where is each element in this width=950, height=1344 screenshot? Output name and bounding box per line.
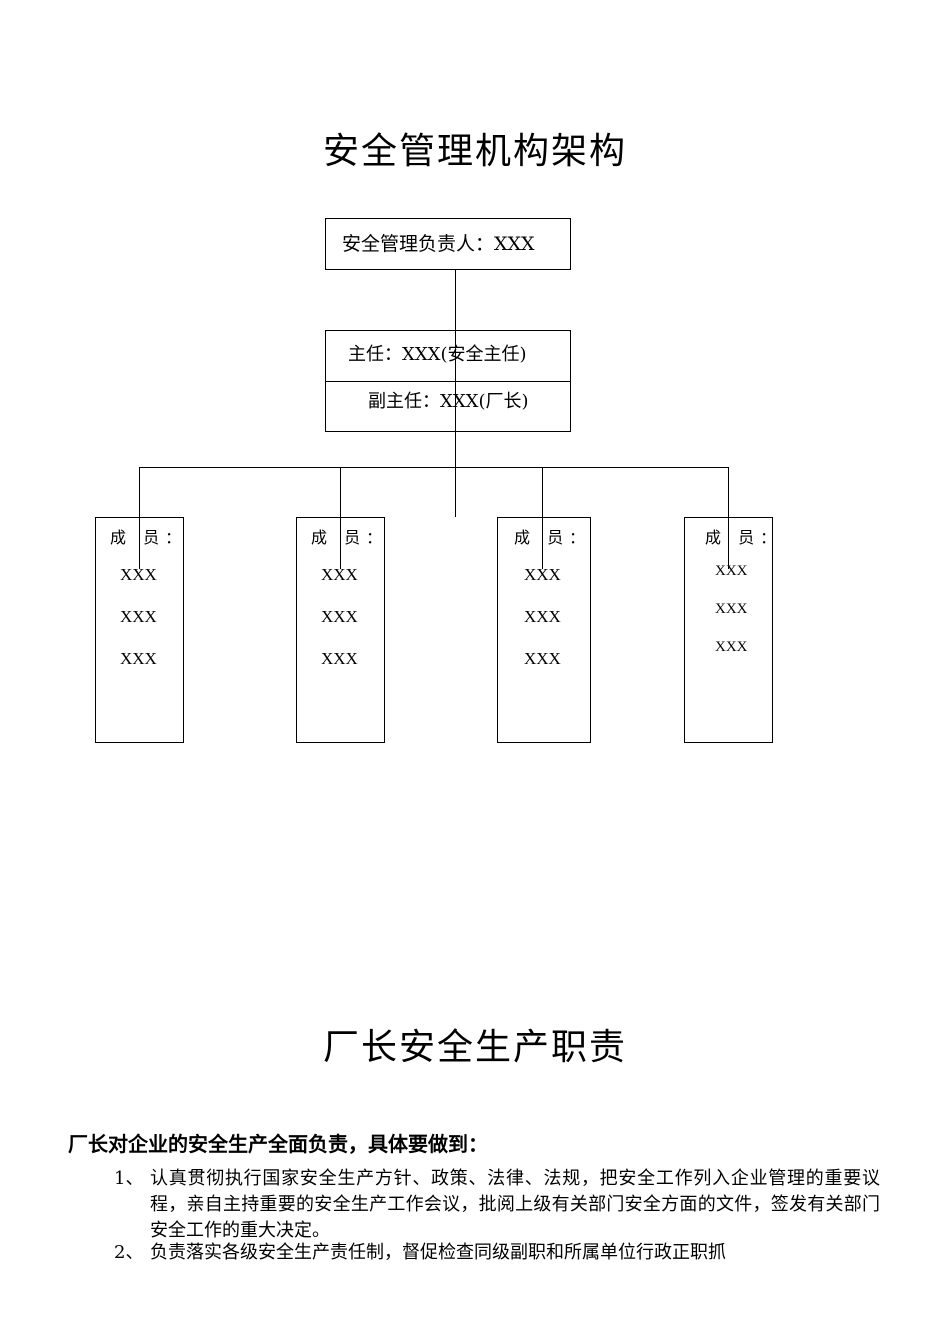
member-name: XXX <box>120 649 157 668</box>
drop-connector-3 <box>542 467 543 569</box>
director-box: 主任：XXX(安全主任) 副主任：XXX(厂长) <box>325 330 571 432</box>
drop-connector-4 <box>728 467 729 569</box>
member-label: 成 员： <box>110 528 188 547</box>
member-name: XXX <box>524 607 561 626</box>
branch-line <box>139 467 729 468</box>
member-box-1: 成 员： XXX XXX XXX <box>95 517 184 743</box>
member-name: XXX <box>715 639 748 655</box>
member-name: XXX <box>715 563 748 579</box>
member-name: XXX <box>321 565 358 584</box>
responsibility-item-2: 2、 负责落实各级安全生产责任制，督促检查同级副职和所属单位行政正职抓 <box>114 1240 884 1268</box>
director-text: 主任：XXX(安全主任) <box>348 344 527 365</box>
item-number: 2、 <box>114 1242 144 1263</box>
member-name: XXX <box>524 649 561 668</box>
item-number: 1、 <box>114 1168 144 1189</box>
item-text: 负责落实各级安全生产责任制，督促检查同级副职和所属单位行政正职抓 <box>150 1242 726 1263</box>
member-name: XXX <box>321 649 358 668</box>
member-label: 成 员： <box>705 528 783 547</box>
member-box-4: 成 员： XXX XXX XXX <box>684 517 776 743</box>
director-divider <box>326 381 570 382</box>
connector-head-to-director <box>455 270 456 330</box>
item-text: 认真贯彻执行国家安全生产方针、政策、法律、法规，把安全工作列入企业管理的重要议程… <box>150 1168 880 1241</box>
member-label: 成 员： <box>514 528 592 547</box>
drop-connector-2 <box>340 467 341 569</box>
head-box-text: 安全管理负责人：XXX <box>342 233 535 255</box>
deputy-director-text: 副主任：XXX(厂长) <box>368 391 529 412</box>
responsibilities-intro: 厂长对企业的安全生产全面负责，具体要做到： <box>68 1132 488 1156</box>
central-connector <box>455 330 456 517</box>
drop-connector-1 <box>139 467 140 569</box>
member-label: 成 员： <box>311 528 389 547</box>
member-name: XXX <box>120 607 157 626</box>
member-box-3: 成 员： XXX XXX XXX <box>497 517 591 743</box>
responsibilities-title: 厂长安全生产职责 <box>322 1027 627 1068</box>
responsibility-item-1: 1、 认真贯彻执行国家安全生产方针、政策、法律、法规，把安全工作列入企业管理的重… <box>114 1166 884 1246</box>
member-name: XXX <box>321 607 358 626</box>
member-name: XXX <box>120 565 157 584</box>
head-box: 安全管理负责人：XXX <box>325 218 571 270</box>
org-chart-title: 安全管理机构架构 <box>322 131 627 172</box>
member-box-2: 成 员： XXX XXX XXX <box>296 517 385 743</box>
member-name: XXX <box>715 601 748 617</box>
member-name: XXX <box>524 565 561 584</box>
